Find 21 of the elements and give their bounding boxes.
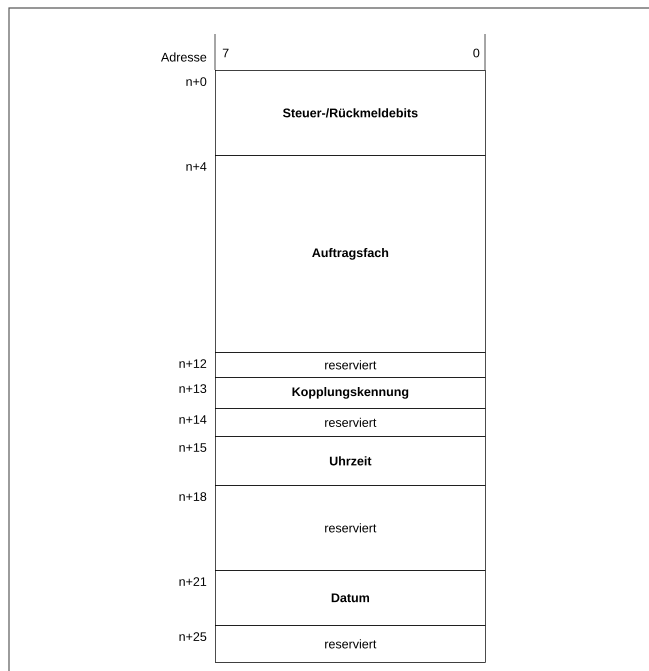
memory-row: Steuer-/Rückmeldebits <box>215 70 486 156</box>
memory-row: reserviert <box>215 352 486 378</box>
memory-row: Datum <box>215 570 486 626</box>
address-label: n+21 <box>179 577 206 586</box>
memory-row: Auftragsfach <box>215 155 486 353</box>
memory-row: reserviert <box>215 408 486 437</box>
address-label: n+13 <box>179 384 206 394</box>
memory-row: reserviert <box>215 625 486 663</box>
address-label: n+14 <box>179 415 206 424</box>
address-label: n+25 <box>179 632 206 642</box>
address-label: n+12 <box>179 359 206 368</box>
memory-row: reserviert <box>215 485 486 571</box>
address-label: n+0 <box>186 77 206 86</box>
bit-number: 7 <box>222 48 229 58</box>
bit-number: 0 <box>473 48 480 58</box>
memory-row: Kopplungskennung <box>215 377 486 409</box>
address-label: n+18 <box>179 492 206 502</box>
address-label: n+15 <box>179 443 206 452</box>
memory-row: Uhrzeit <box>215 436 486 486</box>
column-header: Adresse <box>160 52 206 62</box>
address-label: n+4 <box>186 162 206 171</box>
